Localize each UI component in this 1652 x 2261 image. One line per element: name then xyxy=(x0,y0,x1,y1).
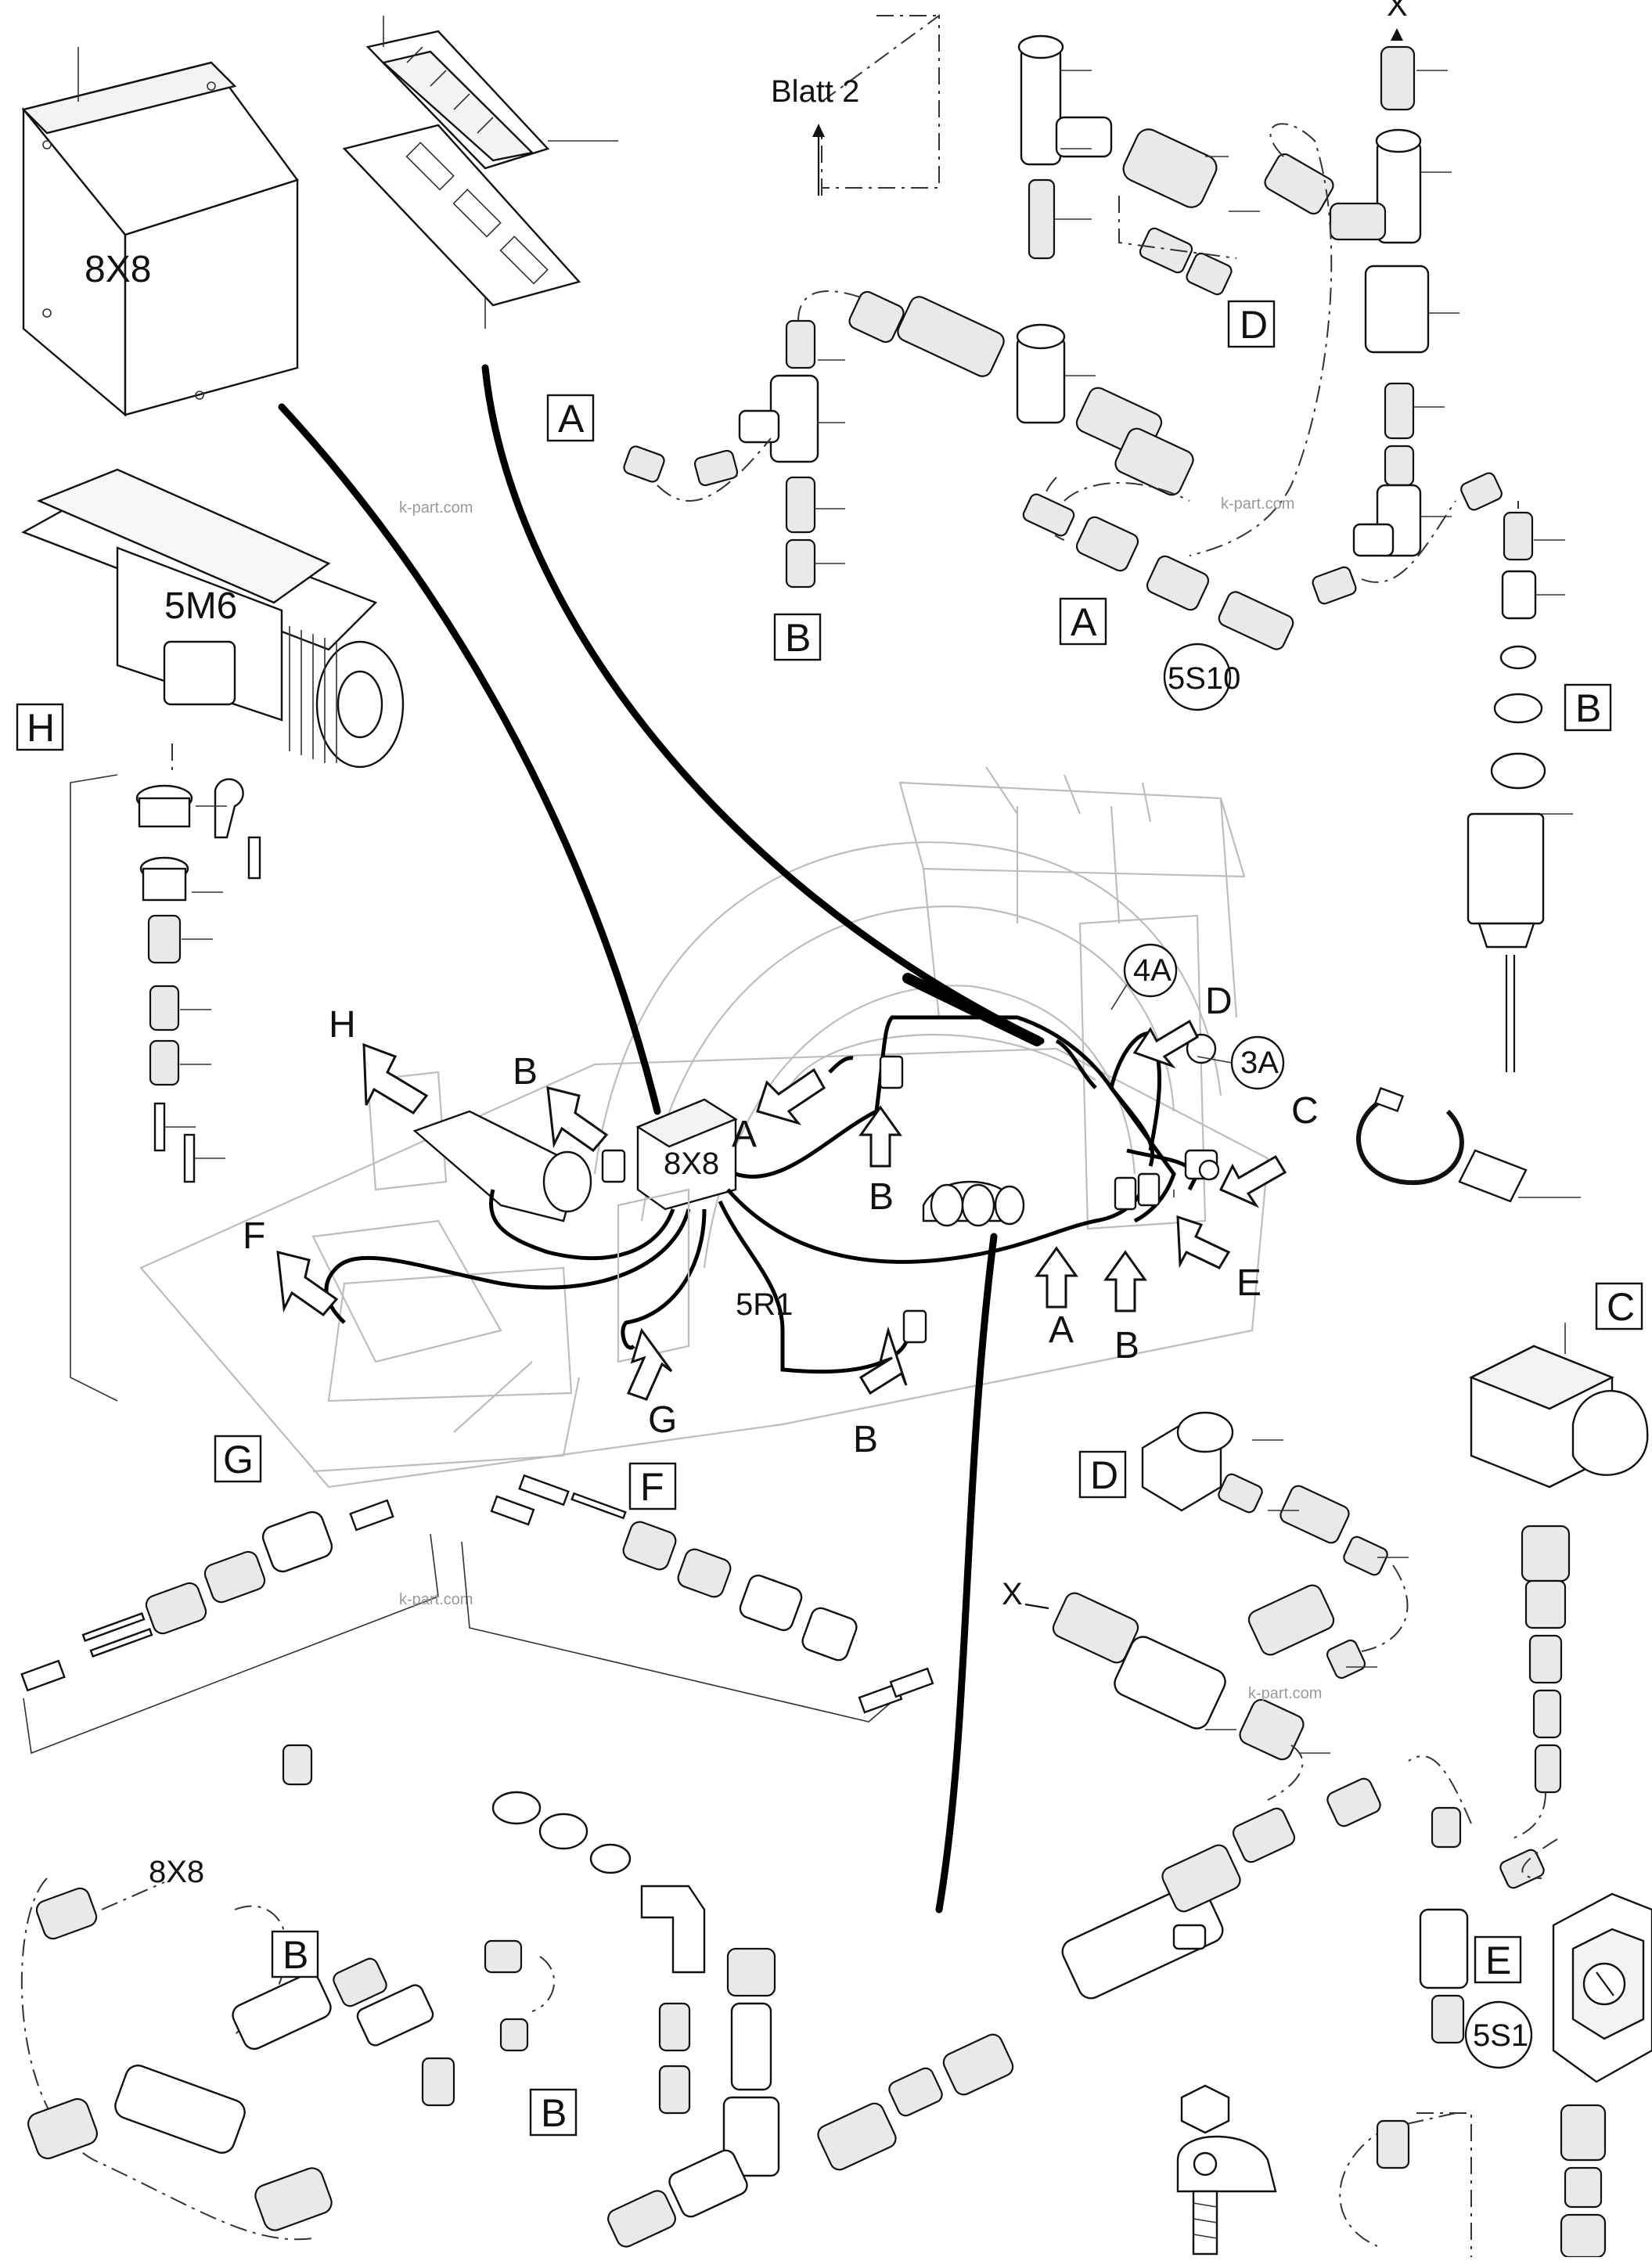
cable-tie xyxy=(1356,1086,1581,1203)
svg-text:B: B xyxy=(785,616,811,660)
center-box-label: 8X8 xyxy=(664,1147,719,1181)
watermark-4: k-part.com xyxy=(1248,1685,1322,1702)
blatt-reference: Blatt 2 xyxy=(771,74,859,109)
detail-box-h: H xyxy=(16,703,64,751)
detail-box-a1: A xyxy=(546,394,595,442)
conduit-d-lower: X xyxy=(1002,1190,1409,1801)
detail-box-e: E xyxy=(1474,1935,1522,1984)
motor-5m6: 5M6 xyxy=(21,468,405,769)
callout-b-center: B xyxy=(869,1176,894,1218)
detail-box-b2: B xyxy=(1564,683,1612,732)
svg-text:F: F xyxy=(640,1465,664,1509)
svg-text:G: G xyxy=(223,1438,254,1482)
watermark-3: k-part.com xyxy=(1221,495,1294,513)
x-reference-top: X xyxy=(1387,0,1408,23)
callout-h: H xyxy=(329,1004,356,1046)
callout-g: G xyxy=(648,1399,677,1441)
junction-box-8x8: 8X8 xyxy=(21,47,299,417)
callout-d: D xyxy=(1205,981,1233,1022)
watermark-1: k-part.com xyxy=(399,1591,473,1608)
detail-box-b4: B xyxy=(529,2088,578,2137)
x-reference-mid: X xyxy=(1002,1577,1023,1611)
conduit-bottom-center xyxy=(491,1755,1558,2257)
svg-text:A: A xyxy=(1071,600,1097,644)
switch-5s1: 5S1 xyxy=(1464,2000,1533,2069)
svg-text:H: H xyxy=(27,706,55,750)
detail-box-c: C xyxy=(1595,1282,1643,1330)
svg-text:E: E xyxy=(1485,1939,1511,1982)
leader-stubs xyxy=(164,70,1573,1754)
callout-a-right: A xyxy=(1049,1309,1074,1351)
conduit-top-center: Blatt 2 X xyxy=(623,0,1546,1072)
detail-box-b3: B xyxy=(271,1930,319,1978)
leader-lines xyxy=(278,364,1045,1914)
detail-box-d2: D xyxy=(1078,1450,1127,1499)
parts-g: k-part.com xyxy=(20,1499,473,1755)
callout-e: E xyxy=(1236,1262,1261,1304)
callout-arrows: H B A B D C A B E F G B xyxy=(243,981,1319,1460)
svg-text:B: B xyxy=(541,2091,567,2135)
conduit-bottom-left: 8X8 xyxy=(20,1744,555,2241)
detail-box-a2: A xyxy=(1059,597,1107,646)
motor-label: 5M6 xyxy=(164,585,237,627)
machine-outline xyxy=(139,766,1269,1489)
parts-column-h xyxy=(70,743,261,1402)
svg-text:D: D xyxy=(1090,1453,1118,1497)
callout-a-center: A xyxy=(732,1114,757,1155)
pushbutton-c xyxy=(1469,1323,1649,1840)
svg-text:5S10: 5S10 xyxy=(1168,661,1240,696)
svg-text:A: A xyxy=(558,397,585,441)
detail-box-g: G xyxy=(214,1435,262,1483)
clamp-hardware xyxy=(1176,2084,1277,2256)
svg-text:C: C xyxy=(1607,1285,1635,1329)
callout-b-bottom: B xyxy=(853,1419,878,1460)
selector-switch-e xyxy=(1552,1892,1652,2259)
callout-b-right: B xyxy=(1114,1325,1139,1366)
svg-text:B: B xyxy=(283,1933,308,1977)
connector-glands-h xyxy=(135,778,261,1183)
switch-5s10: 5S10 xyxy=(1163,643,1240,711)
resistor-label: 5R1 xyxy=(736,1287,793,1322)
svg-text:B: B xyxy=(1575,686,1601,730)
center-harness: 8X8 5R1 4A xyxy=(324,943,1285,1374)
cable-chain xyxy=(342,16,618,329)
box-8x8-label: 8X8 xyxy=(85,249,151,290)
watermark-2: k-part.com xyxy=(399,499,473,517)
callout-c: C xyxy=(1291,1090,1319,1132)
detail-box-f: F xyxy=(628,1462,677,1510)
to-8x8-reference: 8X8 xyxy=(149,1855,204,1889)
node-4a: 4A xyxy=(1133,953,1172,988)
svg-text:D: D xyxy=(1240,303,1268,347)
svg-text:5S1: 5S1 xyxy=(1473,2018,1528,2053)
callout-b-left: B xyxy=(513,1051,538,1093)
parts-f xyxy=(461,1474,934,1723)
node-3a: 3A xyxy=(1240,1046,1279,1080)
detail-box-b1: B xyxy=(773,613,822,661)
callout-f: F xyxy=(243,1215,265,1257)
